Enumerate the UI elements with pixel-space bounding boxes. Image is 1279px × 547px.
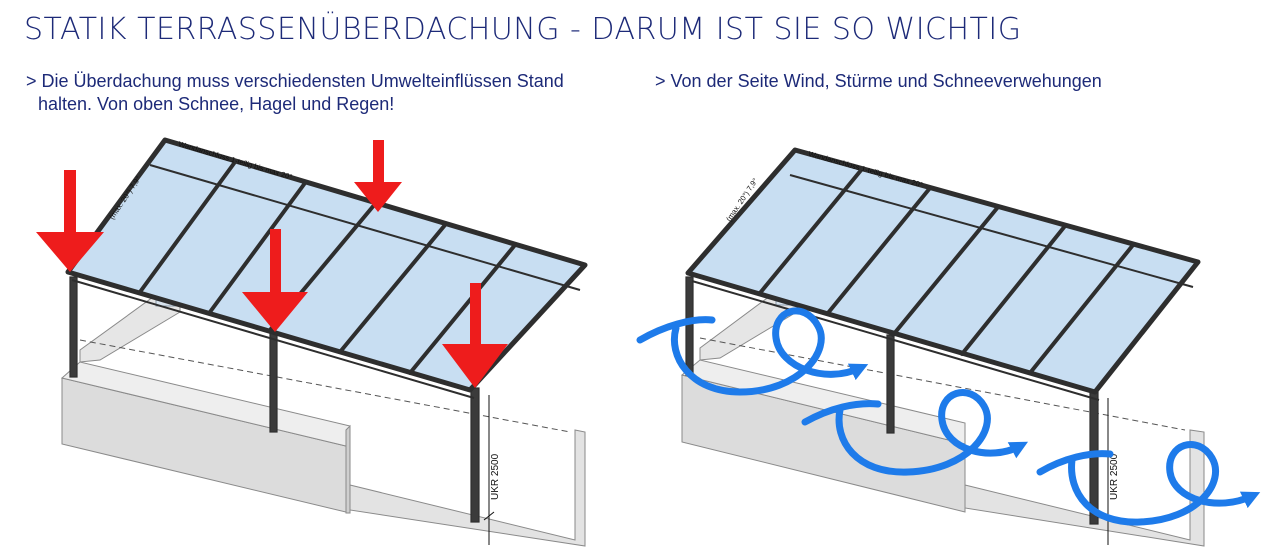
down-arrow-icon [442,283,508,388]
left-roof: Wandanschluss 1-teilig bis max 20° (max.… [65,137,588,399]
left-drawing: Wandanschluss 1-teilig bis max 20° (max.… [36,137,588,547]
wind-swirl-icon [1036,441,1252,526]
down-arrow-icon [354,140,402,212]
right-height-label: UKR 2500 [1109,453,1120,500]
wind-swirl-icon [801,389,1020,476]
load-arrows [36,140,508,388]
left-height-dimension: UKR 2500 [483,395,501,545]
left-caption-line-1: > Die Überdachung muss verschiedensten U… [26,71,564,91]
left-caption-line-2: halten. Von oben Schnee, Hagel und Regen… [38,94,395,114]
right-caption: > Von der Seite Wind, Stürme und Schneev… [655,70,1255,93]
page-title: STATIK TERRASSENÜBERDACHUNG - DARUM IST … [24,12,1022,47]
right-roof: Wandanschluss 1-teilig bis max 20° (max.… [685,147,1201,401]
down-arrow-icon [242,229,308,332]
wind-swirl-icon [636,307,860,396]
down-arrow-icon [36,170,104,272]
right-caption-line-1: > Von der Seite Wind, Stürme und Schneev… [655,71,1102,91]
right-drawing: Wandanschluss 1-teilig bis max 20° (max.… [636,147,1252,547]
left-height-label: UKR 2500 [490,453,501,500]
left-caption: > Die Überdachung muss verschiedensten U… [26,70,626,116]
wind-swirls [636,307,1252,526]
